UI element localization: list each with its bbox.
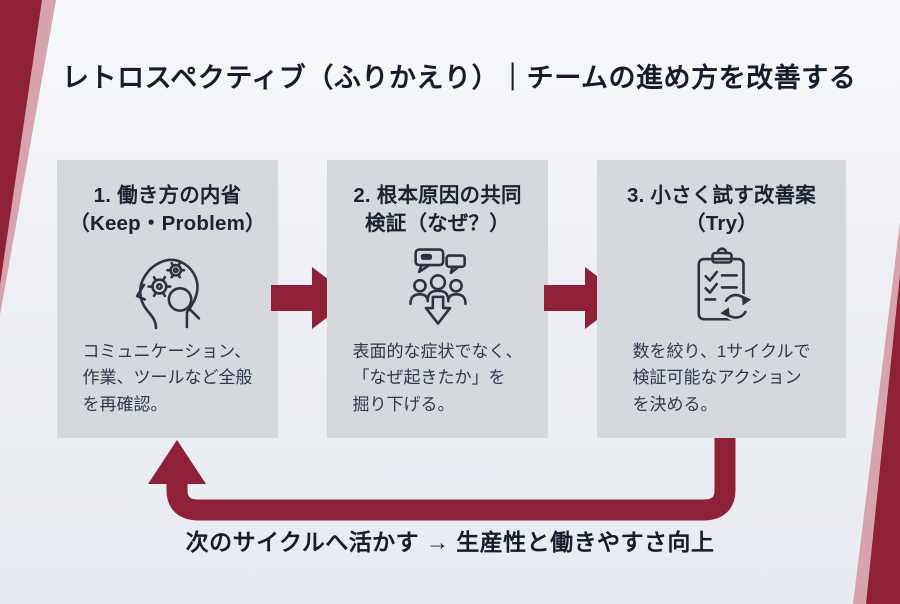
cycle-caption: 次のサイクルへ活かす → 生産性と働きやすさ向上: [185, 529, 715, 555]
step-3-title-line2: （Try）: [685, 212, 758, 236]
step-3-body-line: 数を絞り、1サイクルで: [632, 341, 811, 361]
step-2-title-line2: 検証（なぜ？）: [365, 212, 510, 236]
step-3-body-line: を決める。: [632, 395, 718, 415]
gear-teeth-small: [165, 261, 185, 279]
step-card-3: 3. 小さく試す改善案 （Try） 数を絞り、1サイクルで 検証可能なアクション…: [597, 160, 846, 438]
step-2-title-line1: 2. 根本原因の共同: [353, 184, 522, 207]
page-title: レトロスペクティブ（ふりかえり）｜チームの進め方を改善する: [62, 63, 857, 93]
step-1-body-line: を再確認。: [82, 395, 168, 415]
step-2-body-line: 表面的な症状でなく、: [352, 341, 523, 361]
left-ribbon-pink: [0, 0, 56, 315]
step-3-title-line1: 3. 小さく試す改善案: [626, 184, 817, 207]
step-1-title-line2: （Keep・Problem）: [69, 212, 266, 236]
step-3-title: 3. 小さく試す改善案 （Try）: [627, 182, 816, 239]
step-1-description: コミュニケーション、 作業、ツールなど全般 を再確認。: [83, 339, 253, 420]
discussion-drilldown-icon: [408, 247, 467, 325]
loop-arrowhead: [148, 440, 206, 484]
head-gears-magnifier-icon: [135, 258, 200, 329]
step-3-body-line: 検証可能なアクション: [632, 368, 802, 388]
step-3-description: 数を絞り、1サイクルで 検証可能なアクション を決める。: [633, 339, 811, 420]
step-1-body-line: コミュニケーション、: [82, 341, 252, 361]
step-card-2: 2. 根本原因の共同 検証（なぜ？） 表面的な症状でなく、 「なぜ起きたか」を …: [327, 160, 548, 438]
step-card-1: 1. 働き方の内省 （Keep・Problem） コミュニケ: [57, 160, 278, 438]
step-2-title: 2. 根本原因の共同 検証（なぜ？）: [353, 182, 521, 239]
step-1-title: 1. 働き方の内省 （Keep・Problem）: [69, 182, 266, 239]
step-2-body-line: 掘り下げる。: [352, 395, 455, 415]
step-1-body-line: 作業、ツールなど全般: [82, 368, 253, 388]
gear-teeth-large: [146, 275, 171, 297]
clipboard-checklist-cycle-icon: [696, 247, 751, 321]
step-2-description: 表面的な症状でなく、 「なぜ起きたか」を 掘り下げる。: [353, 339, 523, 420]
step-1-title-line1: 1. 働き方の内省: [93, 184, 242, 207]
step-2-body-line: 「なぜ起きたか」を: [352, 368, 506, 388]
left-ribbon-maroon: [0, 0, 42, 285]
